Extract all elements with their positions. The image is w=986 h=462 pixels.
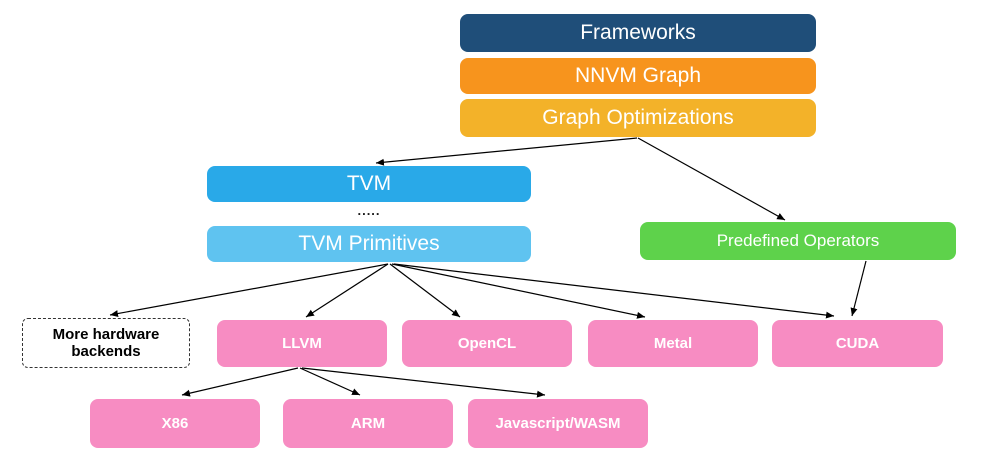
arrow-llvm-to-x86 (181, 367, 299, 397)
node-tvm: TVM (207, 166, 531, 202)
arrow-graphopt-to-predefined (637, 137, 786, 221)
arrow-predefined-to-cuda (850, 260, 867, 317)
node-llvm: LLVM (217, 320, 387, 367)
arrow-llvm-to-arm (299, 367, 361, 396)
node-opencl: OpenCL (402, 320, 572, 367)
arrow-graphopt-to-tvm (375, 137, 638, 166)
arrow-tvmprim-to-cuda (393, 263, 835, 319)
node-frameworks: Frameworks (460, 14, 816, 52)
ellipsis-dots: ..... (357, 203, 381, 218)
node-nnvm-graph: NNVM Graph (460, 58, 816, 94)
node-x86: X86 (90, 399, 260, 448)
arrow-tvmprim-to-llvm (305, 263, 389, 318)
node-cuda: CUDA (772, 320, 943, 367)
node-graph-optimizations: Graph Optimizations (460, 99, 816, 137)
arrow-tvmprim-to-opencl (389, 263, 461, 318)
arrow-llvm-to-jswasm (301, 367, 546, 398)
node-metal: Metal (588, 320, 758, 367)
node-more-hardware-backends: More hardware backends (22, 318, 190, 368)
node-javascript-wasm: Javascript/WASM (468, 399, 648, 448)
node-tvm-primitives: TVM Primitives (207, 226, 531, 262)
arrow-tvmprim-to-metal (391, 263, 646, 319)
node-arm: ARM (283, 399, 453, 448)
node-predefined-operators: Predefined Operators (640, 222, 956, 260)
arrow-tvmprim-to-morehw (109, 263, 389, 317)
